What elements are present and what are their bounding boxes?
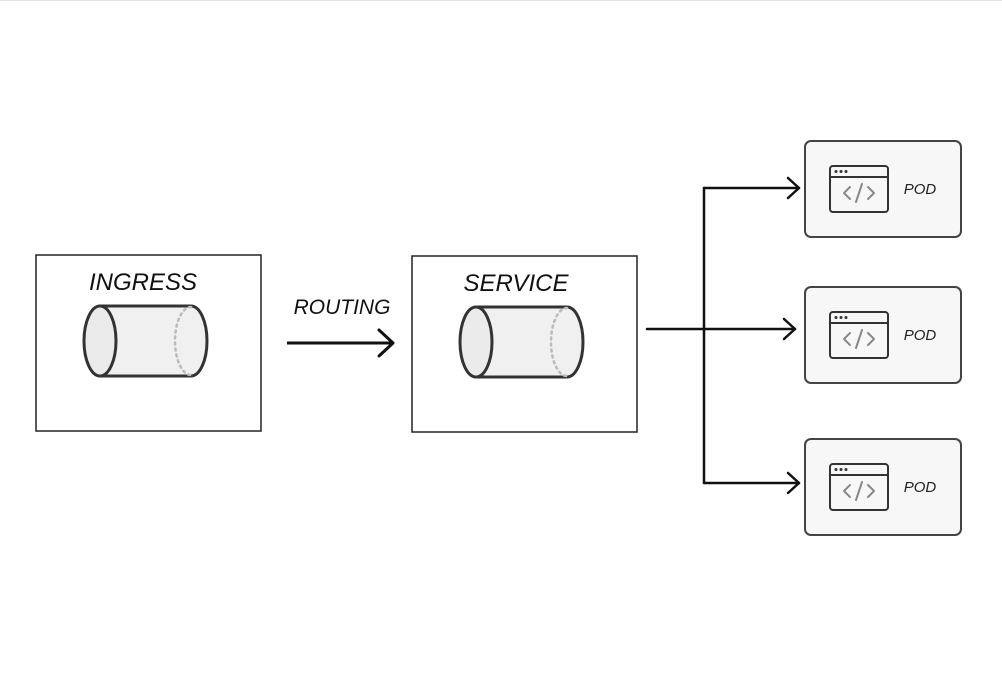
fanout-connector <box>645 176 801 495</box>
pod-label: POD <box>904 181 937 198</box>
pod-label: POD <box>904 327 937 344</box>
cylinder-icon <box>458 305 585 379</box>
pod-node-1: POD <box>804 140 962 238</box>
pod-node-3: POD <box>804 438 962 536</box>
arrow-head-icon <box>377 328 395 358</box>
pod-node-2: POD <box>804 286 962 384</box>
ingress-node: INGRESS <box>35 254 262 432</box>
routing-connector: ROUTING <box>287 296 395 358</box>
code-window-icon <box>829 165 889 213</box>
arrow-head-icon <box>786 176 801 200</box>
service-node: SERVICE <box>411 255 638 433</box>
code-window-icon <box>829 311 889 359</box>
routing-label: ROUTING <box>294 296 391 319</box>
ingress-label: INGRESS <box>89 269 197 296</box>
pod-label: POD <box>904 479 937 496</box>
arrow-head-icon <box>782 317 797 341</box>
code-window-icon <box>829 463 889 511</box>
service-label: SERVICE <box>464 270 570 297</box>
arrow-head-icon <box>786 471 801 495</box>
cylinder-icon <box>82 304 209 378</box>
